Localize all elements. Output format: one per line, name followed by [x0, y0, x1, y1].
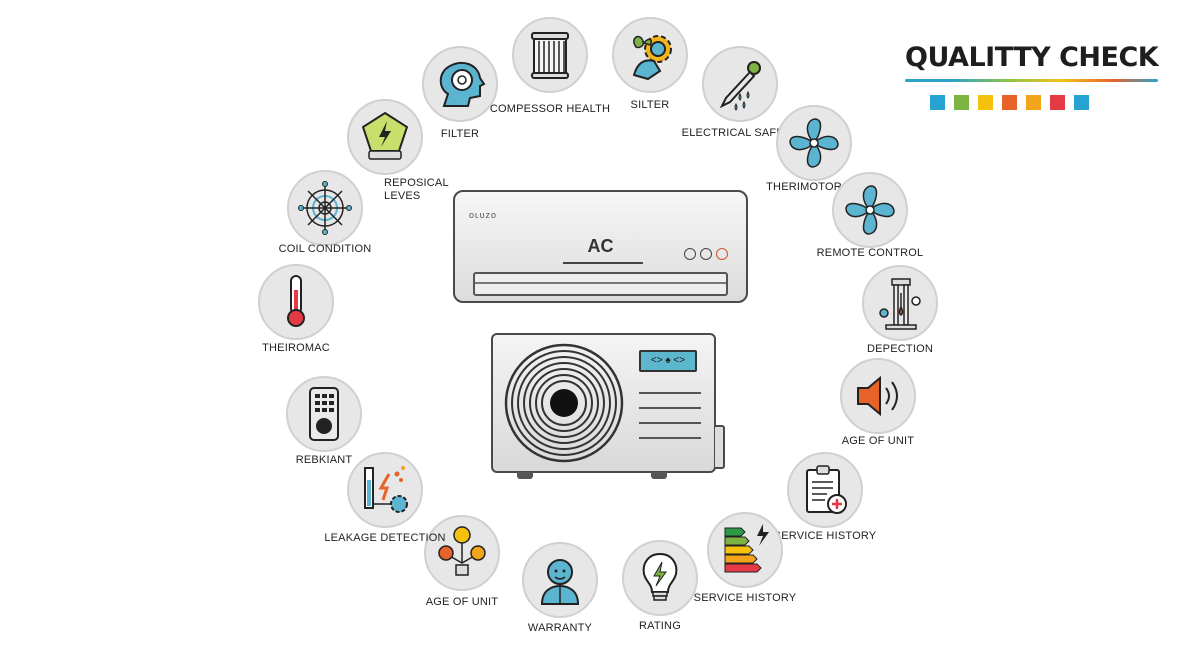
factor-label: WARRANTY: [527, 622, 593, 634]
factor-label: RATING: [639, 620, 681, 632]
indicator-light: [716, 248, 728, 260]
factor-circle: [512, 17, 588, 93]
factor-label: REPOSICAL LEVES: [384, 177, 449, 202]
indoor-ac-unit: ᴏʟᴜᴢᴏ AC: [453, 190, 748, 303]
factor-circle: [424, 515, 500, 591]
fan-icon: [789, 118, 839, 168]
factor-label: SERVICE HISTORY: [693, 592, 797, 604]
indicator-light: [684, 248, 696, 260]
factor-label: COIL CONDITION: [278, 243, 372, 255]
factor-circle: [862, 265, 938, 341]
factor-label: THEIROMAC: [262, 342, 330, 354]
swatch: [930, 95, 945, 110]
factor-circle: [612, 17, 688, 93]
factor-label: AGE OF UNIT: [841, 435, 915, 447]
color-swatches: [930, 95, 1089, 110]
factor-circle: [522, 542, 598, 618]
speaker-icon: [857, 375, 898, 417]
outdoor-slat: [639, 422, 701, 424]
outdoor-foot: [651, 472, 667, 479]
factor-label: COMPESSOR HEALTH: [489, 103, 611, 115]
factor-label: SERVICE HISTORY: [773, 530, 877, 542]
person-icon: [540, 559, 580, 605]
outdoor-slat: [639, 392, 701, 394]
swatch: [1002, 95, 1017, 110]
sparks-gear-icon: [364, 466, 408, 513]
factor-circle: [347, 452, 423, 528]
factor-circle: [422, 46, 498, 122]
factor-label: ELECTRICAL SAFETY: [681, 127, 799, 139]
swatch: [978, 95, 993, 110]
factor-label: REMOTE CONTROL: [816, 247, 924, 259]
indoor-indicator-lights: [684, 248, 728, 260]
thermometer-icon: [287, 275, 305, 327]
factor-label: THERIMOTOR: [766, 181, 842, 193]
outdoor-display-panel: <> ♠ <>: [639, 350, 697, 372]
lab-stand-icon: [879, 278, 921, 330]
factor-circle: [787, 452, 863, 528]
title-underline: [905, 79, 1158, 82]
head-profile-icon: [439, 61, 486, 107]
indoor-brand: ᴏʟᴜᴢᴏ: [469, 210, 498, 220]
pentagon-bolt-icon: [361, 111, 409, 160]
air-filter-icon: [531, 32, 569, 79]
indicator-light: [700, 248, 712, 260]
factor-circle: [776, 105, 852, 181]
factor-circle: [622, 540, 698, 616]
factor-circle: [347, 99, 423, 175]
network-bulbs-icon: [438, 526, 486, 576]
factor-circle: [287, 170, 363, 246]
swatch: [1074, 95, 1089, 110]
swatch: [954, 95, 969, 110]
factor-circle: [840, 358, 916, 434]
energy-rating-icon: [724, 524, 769, 573]
outdoor-slat: [639, 437, 701, 439]
lightbulb-bolt-icon: [642, 552, 678, 601]
fan-icon: [845, 185, 895, 235]
outdoor-fan-grille-icon: [504, 343, 624, 463]
factor-label: AGE OF UNIT: [425, 596, 499, 608]
factor-circle: [832, 172, 908, 248]
coil-web-icon: [298, 181, 352, 235]
swatch: [1026, 95, 1041, 110]
factor-circle: [707, 512, 783, 588]
factor-circle: [258, 264, 334, 340]
outdoor-side-panel: [715, 425, 725, 469]
outdoor-foot: [517, 472, 533, 479]
pen-droplets-icon: [719, 61, 761, 111]
factor-circle: [286, 376, 362, 452]
remote-keypad-icon: [309, 387, 339, 441]
diagram-title: QUALITTY CHECK: [905, 42, 1159, 73]
clipboard-plus-icon: [806, 465, 847, 514]
factor-label: LEAKAGE DETECTION: [324, 532, 446, 544]
factor-label: SILTER: [630, 99, 670, 111]
factor-label: DEPECTION: [867, 343, 933, 355]
indoor-label-underline: [563, 262, 643, 264]
factor-circle: [702, 46, 778, 122]
outdoor-ac-unit: <> ♠ <>: [491, 333, 725, 479]
indoor-ac-label: AC: [587, 236, 614, 256]
indoor-air-vent: [473, 272, 728, 296]
outdoor-slat: [639, 407, 701, 409]
gear-plant-icon: [632, 35, 672, 81]
factor-label: FILTER: [440, 128, 480, 140]
factor-label: REBKIANT: [295, 454, 353, 466]
swatch: [1050, 95, 1065, 110]
